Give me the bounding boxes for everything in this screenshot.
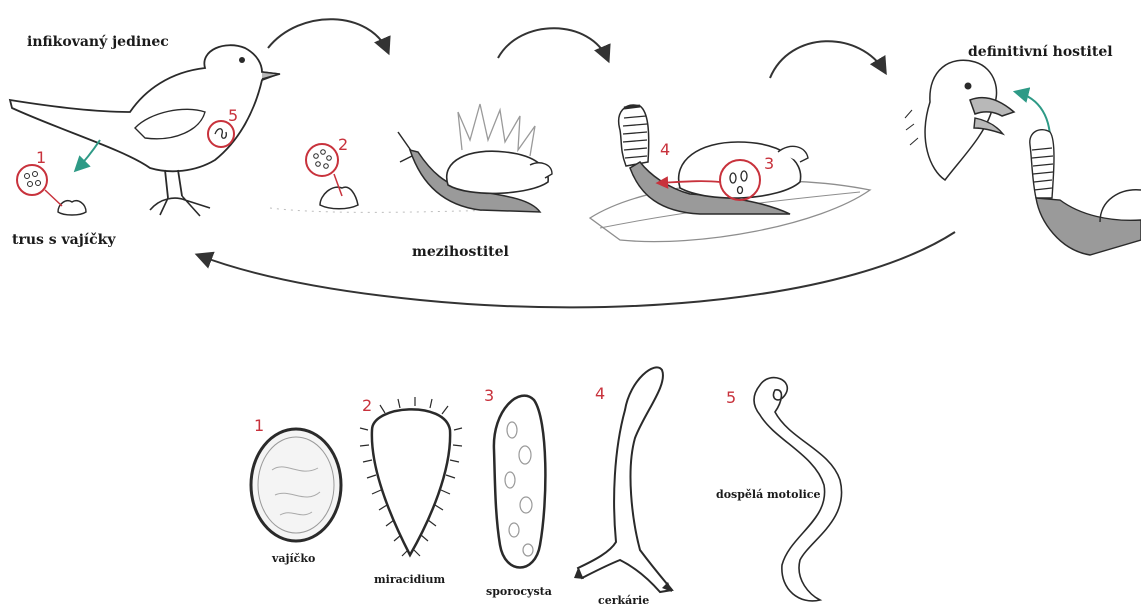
stage-cercaria-drawing (574, 367, 672, 592)
teal-arrow-feces (76, 140, 100, 170)
label-intermediate-host: mezihostitel (412, 244, 509, 260)
stage-name-miracidium: miracidium (374, 573, 445, 586)
feces-illustration (17, 140, 100, 215)
callout-number-2: 2 (338, 135, 348, 154)
callout-number-4: 4 (660, 140, 670, 159)
stage-number-5: 5 (726, 388, 736, 407)
label-feces-with-eggs: trus s vajíčky (12, 232, 115, 248)
cycle-arrow-return (198, 232, 955, 307)
stage-sporocyst-drawing (494, 396, 546, 568)
stage-name-cercaria: cerkárie (598, 594, 649, 607)
cycle-arrow-snail-to-snail (498, 28, 608, 60)
intermediate-host-snail-2 (590, 105, 870, 241)
stage-number-2: 2 (362, 396, 372, 415)
label-infected-individual: infikovaný jedinec (27, 34, 169, 50)
infected-bird-illustration (10, 45, 280, 216)
stage-number-3: 3 (484, 386, 494, 405)
stage-egg-drawing (251, 429, 341, 541)
stage-miracidium-drawing (360, 397, 462, 556)
stage-name-sporocyst: sporocysta (486, 585, 552, 598)
stage-number-4: 4 (595, 384, 605, 403)
callout-number-3: 3 (764, 154, 774, 173)
cycle-arrow-bird-to-snail (268, 19, 388, 52)
cycle-arrow-snail-to-host (770, 41, 885, 78)
stage-number-1: 1 (254, 416, 264, 435)
intermediate-host-snail-1 (270, 104, 552, 212)
callout-number-1: 1 (36, 148, 46, 167)
stage-name-egg: vajíčko (272, 552, 315, 565)
definitive-host-illustration (905, 60, 1141, 255)
miracidium-marker (306, 144, 338, 176)
callout-number-5: 5 (228, 106, 238, 125)
stage-name-adult-fluke: dospělá motolice (716, 488, 821, 501)
label-definitive-host: definitivní hostitel (968, 44, 1113, 60)
egg-marker (17, 165, 47, 195)
